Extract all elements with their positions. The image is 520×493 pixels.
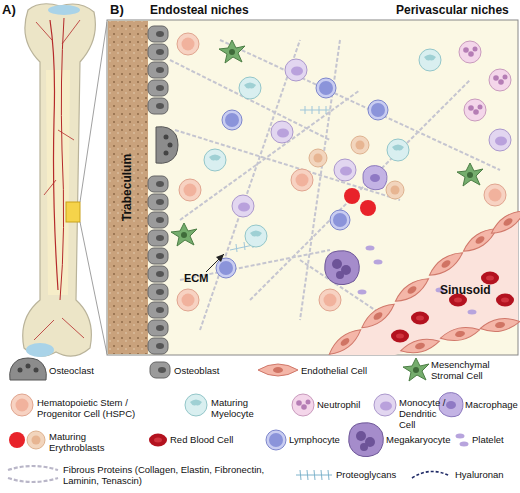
panel-letter: B) xyxy=(110,3,124,17)
callout-label: ECM xyxy=(184,272,208,284)
legend-text: Monocyte / Dendritic Cell xyxy=(399,398,447,431)
legend-text: Endothelial Cell xyxy=(301,366,367,377)
legend-text: Megakaryocyte xyxy=(386,435,450,446)
legend-text: Proteoglycans xyxy=(336,470,396,481)
legend-text: Platelet xyxy=(472,435,504,446)
panel-letter: A) xyxy=(2,3,16,17)
legend-text: Osteoclast xyxy=(49,366,94,377)
legend-text: Hematopoietic Stem / Progenitor Cell (HS… xyxy=(37,398,157,420)
legend-text: Red Blood Cell xyxy=(170,435,233,446)
region-title: Endosteal niches xyxy=(150,4,249,17)
region-label: Sinusoid xyxy=(440,284,491,297)
legend-text: Mesenchymal Stromal Cell xyxy=(431,360,511,382)
legend-text: Maturing Myelocyte xyxy=(211,398,273,420)
region-label: Trabeculum xyxy=(121,138,134,238)
legend-text: Maturing Erythroblasts xyxy=(49,432,119,454)
legend-text: Neutrophil xyxy=(317,400,360,411)
legend-text: Lymphocyte xyxy=(289,435,340,446)
legend-text: Macrophage xyxy=(465,400,518,411)
legend-text: Osteoblast xyxy=(174,366,219,377)
legend-text: Fibrous Proteins (Collagen, Elastin, Fib… xyxy=(63,465,278,487)
region-title: Perivascular niches xyxy=(396,4,509,17)
legend-text: Hyaluronan xyxy=(455,470,504,481)
